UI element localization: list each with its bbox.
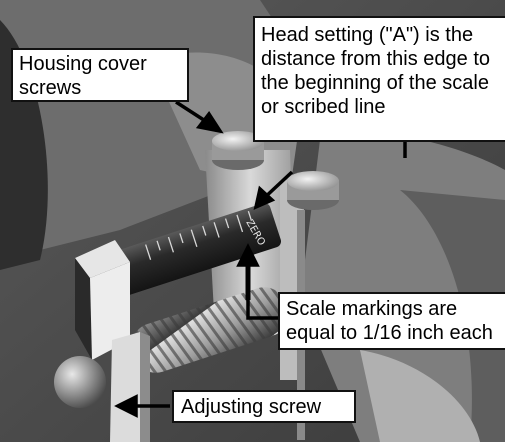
housing-screws-arrowhead [195,110,224,134]
adjusting-screw-stem [110,332,140,442]
adjusting-screw-arrowhead [114,394,138,418]
ball-end [54,356,106,408]
scale-vertical-arrowhead [236,243,260,267]
right-shadow [400,190,505,442]
scale-leader [246,300,278,320]
adjusting-screw-shadow [140,332,150,442]
housing-cover-screws-label: Housing cover screws [11,48,189,102]
head-setting-label: Head setting ("A") is the distance from … [253,16,505,142]
scale-drum [108,203,282,297]
adjusting-screw-label: Adjusting screw [172,390,356,423]
scale-markings-label: Scale markings are equal to 1/16 inch ea… [278,292,505,350]
right-highlight [360,350,480,442]
housing-cover-screw-right [287,171,339,210]
leader-arrows [114,100,407,418]
screw-block [75,240,130,360]
edge-arrowhead [253,185,276,210]
housing-cover-screw-left [212,131,264,170]
